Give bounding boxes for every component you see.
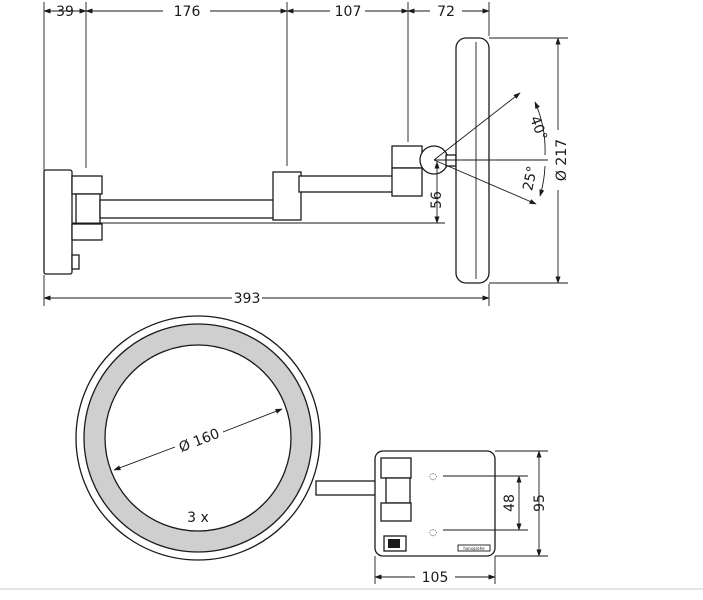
mirror-profile bbox=[455, 37, 490, 284]
brand-plate bbox=[457, 544, 491, 552]
box-joint bbox=[380, 457, 412, 479]
dim-label-393: 393 bbox=[234, 291, 261, 307]
angle-arc-25 bbox=[539, 165, 546, 197]
elbow-joint bbox=[391, 145, 423, 169]
dim-label-72: 72 bbox=[437, 4, 455, 20]
box-joint bbox=[385, 477, 411, 504]
dim-label-105: 105 bbox=[422, 570, 449, 586]
side-switch bbox=[71, 254, 80, 270]
screw-marker-bottom: ◌ bbox=[429, 528, 437, 538]
arm-segment bbox=[298, 175, 396, 193]
wall-plate bbox=[43, 169, 73, 275]
dim-label-40deg: 40° bbox=[526, 114, 550, 143]
mirror-glass bbox=[104, 344, 292, 532]
brand-mark: hansgrohe bbox=[463, 546, 485, 551]
angle-arc-40 bbox=[534, 101, 546, 156]
dim-label-176: 176 bbox=[174, 4, 201, 20]
dim-label-56: 56 bbox=[429, 191, 445, 209]
dim-label-39: 39 bbox=[56, 4, 74, 20]
dim-line-160-left bbox=[113, 446, 176, 471]
dim-label-95: 95 bbox=[532, 494, 548, 512]
elbow-joint bbox=[391, 167, 423, 197]
middle-joint bbox=[272, 171, 302, 221]
dim-line-160-right bbox=[222, 408, 283, 433]
front-view: Ø 160 3 x ◌ ◌ hansgrohe 48 95 105 bbox=[75, 315, 548, 586]
magnification-label: 3 x bbox=[187, 510, 209, 526]
joint-block bbox=[71, 223, 103, 241]
dim-label-217: Ø 217 bbox=[554, 139, 570, 181]
joint-block bbox=[71, 175, 103, 195]
dim-label-107: 107 bbox=[335, 4, 362, 20]
switch-rocker bbox=[388, 539, 400, 548]
box-joint bbox=[380, 502, 412, 522]
screw-marker-top: ◌ bbox=[429, 472, 437, 482]
side-view: 39 176 107 72 40° 25° bbox=[43, 2, 570, 307]
arm-segment bbox=[99, 199, 276, 219]
dim-label-25deg: 25° bbox=[520, 165, 541, 193]
tilt-line-40 bbox=[433, 92, 521, 161]
joint-block bbox=[75, 193, 101, 225]
ball-joint-neck bbox=[445, 154, 457, 167]
tilt-line-25 bbox=[433, 159, 537, 205]
dim-label-48: 48 bbox=[502, 494, 518, 512]
